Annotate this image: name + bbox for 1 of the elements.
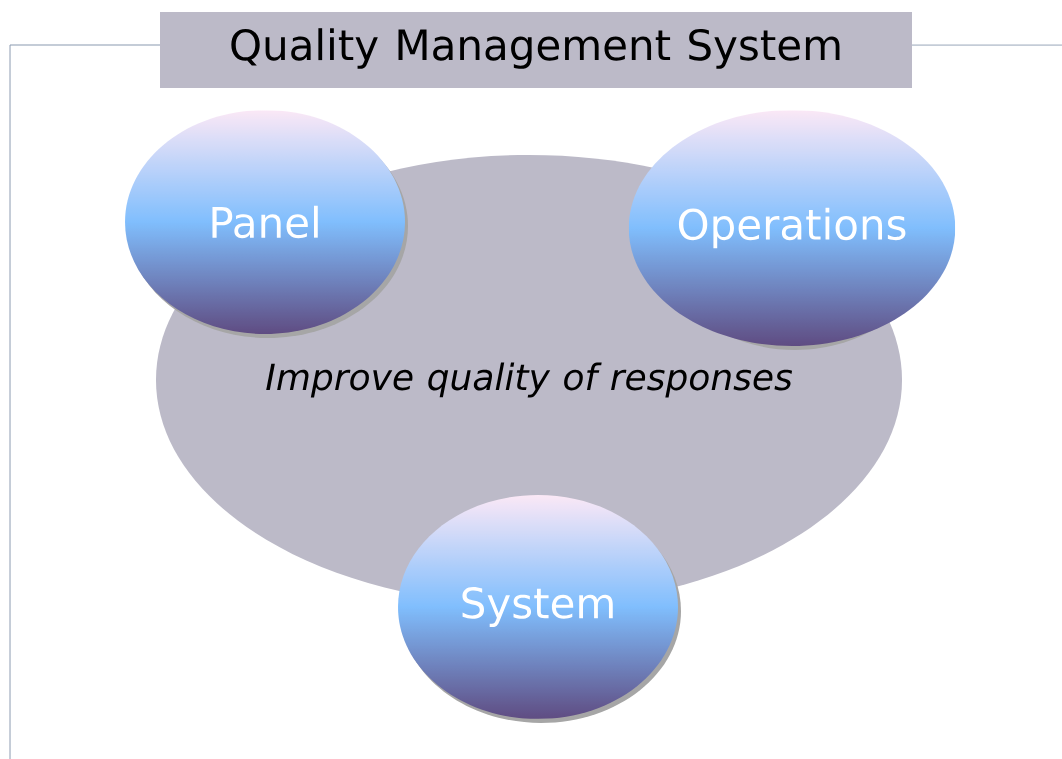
title-band: Quality Management System bbox=[160, 12, 912, 88]
